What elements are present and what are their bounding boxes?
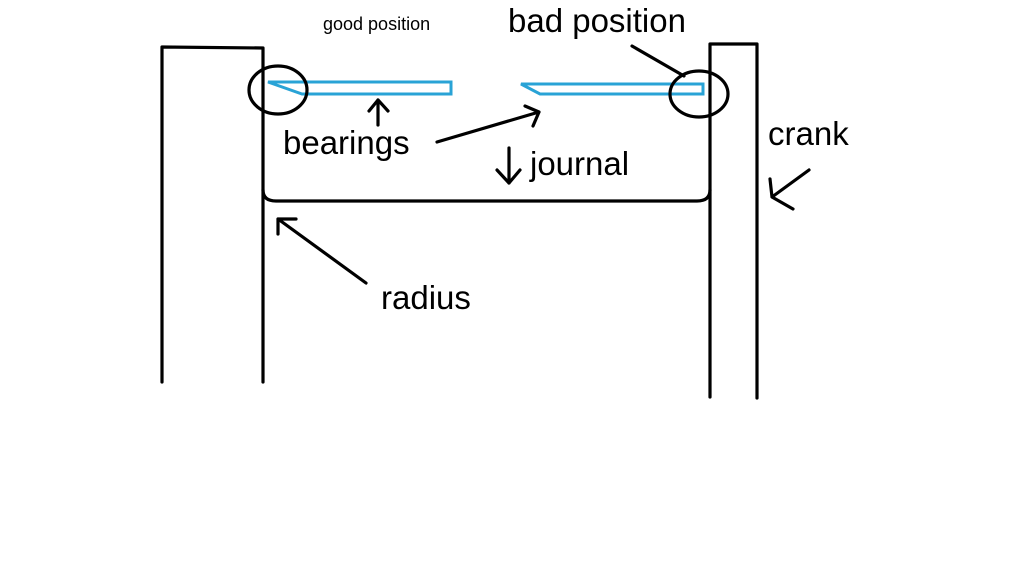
journal-label: journal xyxy=(529,145,629,182)
good-position-label: good position xyxy=(323,14,430,34)
journal-arrow-down xyxy=(495,146,522,185)
bearings-label: bearings xyxy=(283,124,410,161)
right-crank-web xyxy=(708,42,759,400)
bearings-arrow-up xyxy=(367,98,390,127)
left-crank-web xyxy=(160,45,265,384)
crank-label: crank xyxy=(768,115,849,152)
radius-arrow xyxy=(276,217,368,285)
good-position-circle xyxy=(247,64,309,116)
bad-position-leader xyxy=(630,44,686,78)
left-bearing-shell xyxy=(267,80,453,96)
bad-position-circle xyxy=(668,69,730,119)
radius-label: radius xyxy=(381,279,471,316)
bad-position-label: bad position xyxy=(508,2,686,39)
right-bearing-shell xyxy=(520,82,705,96)
bearings-arrow-right xyxy=(435,104,541,144)
crank-arrow xyxy=(768,168,811,211)
